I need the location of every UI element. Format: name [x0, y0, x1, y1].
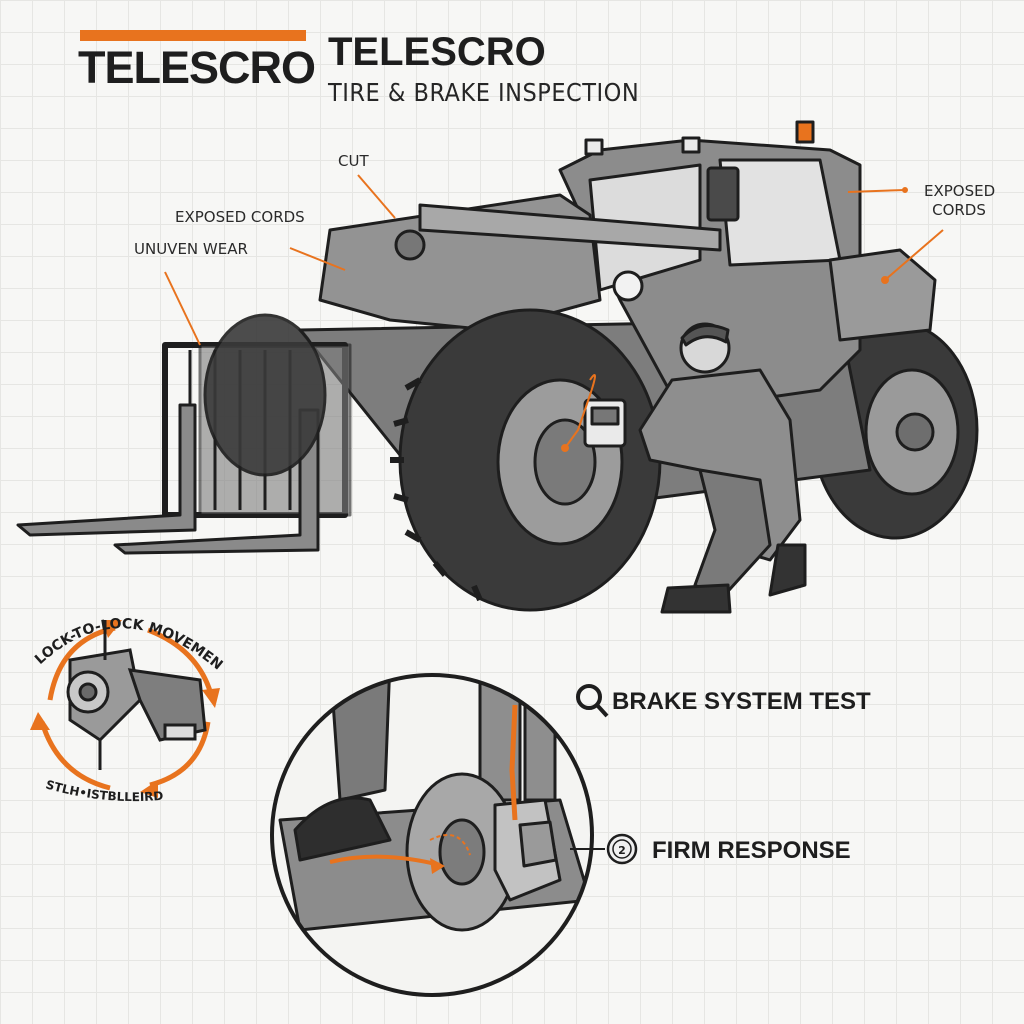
callout-uneven-wear: UNUVEN WEAR	[134, 240, 248, 258]
firm-response-label: FIRM RESPONSE	[652, 837, 851, 864]
logo-accent-bar	[80, 30, 306, 41]
telehandler	[16, 120, 979, 612]
callout-leaders	[164, 174, 944, 452]
technician-figure	[583, 322, 807, 614]
gauge-icon: 2	[606, 833, 638, 865]
steering-top-label: LOCK-TO-LOCK MOVEMENT	[0, 0, 225, 673]
steering-lock-diagram: LOCK-TO-LOCK MOVEMENT STLH•ISTBLLEIRD	[0, 0, 225, 804]
brake-test-inset	[270, 673, 605, 997]
boot	[293, 796, 392, 862]
gauge-value: 2	[618, 844, 626, 857]
callout-exposed-cords-left: EXPOSED CORDS	[175, 208, 305, 226]
callout-cut: CUT	[338, 152, 369, 170]
steering-bottom-label: STLH•ISTBLLEIRD	[44, 777, 164, 804]
operator-leg	[328, 675, 392, 802]
search-icon	[576, 684, 609, 718]
page-subtitle: TIRE & BRAKE INSPECTION	[328, 78, 640, 107]
brand-logo: TELESCRO	[78, 42, 316, 93]
brake-system-test-label: BRAKE SYSTEM TEST	[612, 688, 871, 715]
callout-exposed-cords-right: EXPOSED CORDS	[924, 182, 996, 219]
page-title: TELESCRO	[328, 30, 546, 74]
